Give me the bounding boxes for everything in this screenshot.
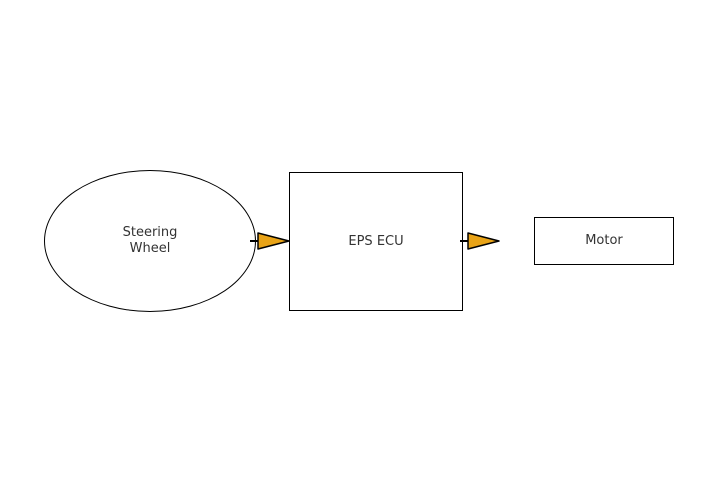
steering-wheel-label-line2: Wheel <box>129 241 171 256</box>
arrow-ecu-to-motor-head <box>467 232 500 250</box>
arrow-steering-to-ecu <box>250 232 290 250</box>
node-motor: Motor <box>534 217 674 265</box>
node-eps-ecu: EPS ECU <box>289 172 463 311</box>
steering-wheel-label-line1: Steering <box>122 225 178 240</box>
motor-label: Motor <box>585 233 623 248</box>
arrow-ecu-to-motor <box>460 232 500 250</box>
arrow-steering-to-ecu-head <box>257 232 290 250</box>
eps-ecu-label: EPS ECU <box>348 233 404 249</box>
